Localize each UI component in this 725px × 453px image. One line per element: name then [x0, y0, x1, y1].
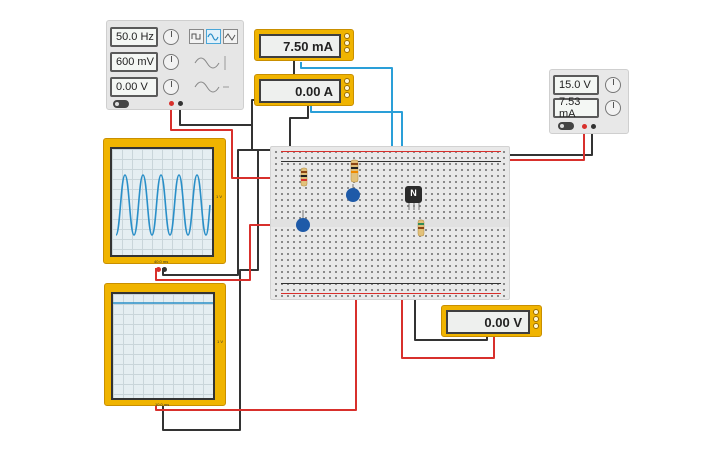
resistor-2[interactable] [350, 159, 359, 183]
square-wave-button[interactable] [189, 29, 204, 44]
oscilloscope-bottom: 1 V 10.0 ms [104, 283, 226, 407]
capacitor-1[interactable] [296, 210, 310, 232]
output-positive-terminal[interactable] [169, 101, 174, 106]
oscilloscope-top-screen [110, 147, 214, 257]
transistor[interactable] [405, 186, 422, 210]
top-rail-positive [281, 151, 501, 152]
supply-power-toggle[interactable] [558, 122, 574, 130]
oscilloscope-bottom-scale: 1 V [217, 339, 224, 344]
sine-wave-icon [207, 33, 219, 41]
power-supply: 15.0 V 7.53 mA [549, 69, 629, 134]
flat-trace [113, 302, 213, 304]
frequency-display: 50.0 Hz [110, 27, 158, 47]
sine-wave-button[interactable] [206, 29, 221, 44]
bottom-rail-positive [281, 293, 501, 294]
resistor-3[interactable] [417, 219, 425, 237]
bottom-rail-negative [281, 283, 501, 284]
power-toggle[interactable] [113, 100, 129, 108]
oscilloscope-bottom-timebase: 10.0 ms [155, 402, 170, 407]
transistor-label: N [410, 188, 417, 198]
supply-voltage-display: 15.0 V [553, 75, 599, 95]
triangle-wave-button[interactable] [223, 29, 238, 44]
function-generator: 50.0 Hz 600 mV 0.00 V [106, 20, 244, 110]
triangle-wave-icon [224, 33, 236, 41]
current-knob[interactable] [605, 100, 621, 116]
ammeter-second-mode-buttons[interactable] [344, 78, 351, 99]
amplitude-display: 600 mV [110, 52, 158, 72]
supply-positive-terminal[interactable] [582, 124, 587, 129]
offset-knob[interactable] [163, 79, 179, 95]
amplitude-knob[interactable] [163, 54, 179, 70]
capacitor-2[interactable] [346, 184, 360, 202]
waveform-hint-icon [194, 56, 229, 93]
oscilloscope-bottom-screen [111, 292, 215, 400]
offset-display: 0.00 V [110, 77, 158, 97]
oscilloscope-top-probe-red[interactable] [156, 267, 161, 272]
square-wave-icon [191, 33, 201, 40]
voltage-knob[interactable] [605, 77, 621, 93]
voltmeter-display: 0.00 V [446, 310, 530, 334]
ammeter-second-display: 0.00 A [259, 79, 341, 103]
breadboard-center-channel [271, 219, 509, 227]
voltmeter-mode-buttons[interactable] [533, 309, 540, 330]
sine-trace [115, 174, 211, 236]
voltmeter: 0.00 V [441, 305, 542, 337]
frequency-knob[interactable] [163, 29, 179, 45]
supply-current-display: 7.53 mA [553, 96, 599, 120]
resistor-1[interactable] [300, 167, 308, 187]
breadboard [270, 146, 510, 300]
ammeter-top: 7.50 mA [254, 29, 354, 61]
oscilloscope-top-scale: 1 V [216, 194, 223, 199]
ammeter-top-mode-buttons[interactable] [344, 33, 351, 54]
top-rail-negative [281, 161, 501, 162]
supply-negative-terminal[interactable] [591, 124, 596, 129]
ammeter-second: 0.00 A [254, 74, 354, 106]
output-negative-terminal[interactable] [178, 101, 183, 106]
oscilloscope-top-timebase: 40.0 ms [154, 259, 169, 264]
oscilloscope-top-probe-black[interactable] [162, 267, 167, 272]
ammeter-top-display: 7.50 mA [259, 34, 341, 58]
oscilloscope-top: 1 V 40.0 ms [103, 138, 226, 272]
